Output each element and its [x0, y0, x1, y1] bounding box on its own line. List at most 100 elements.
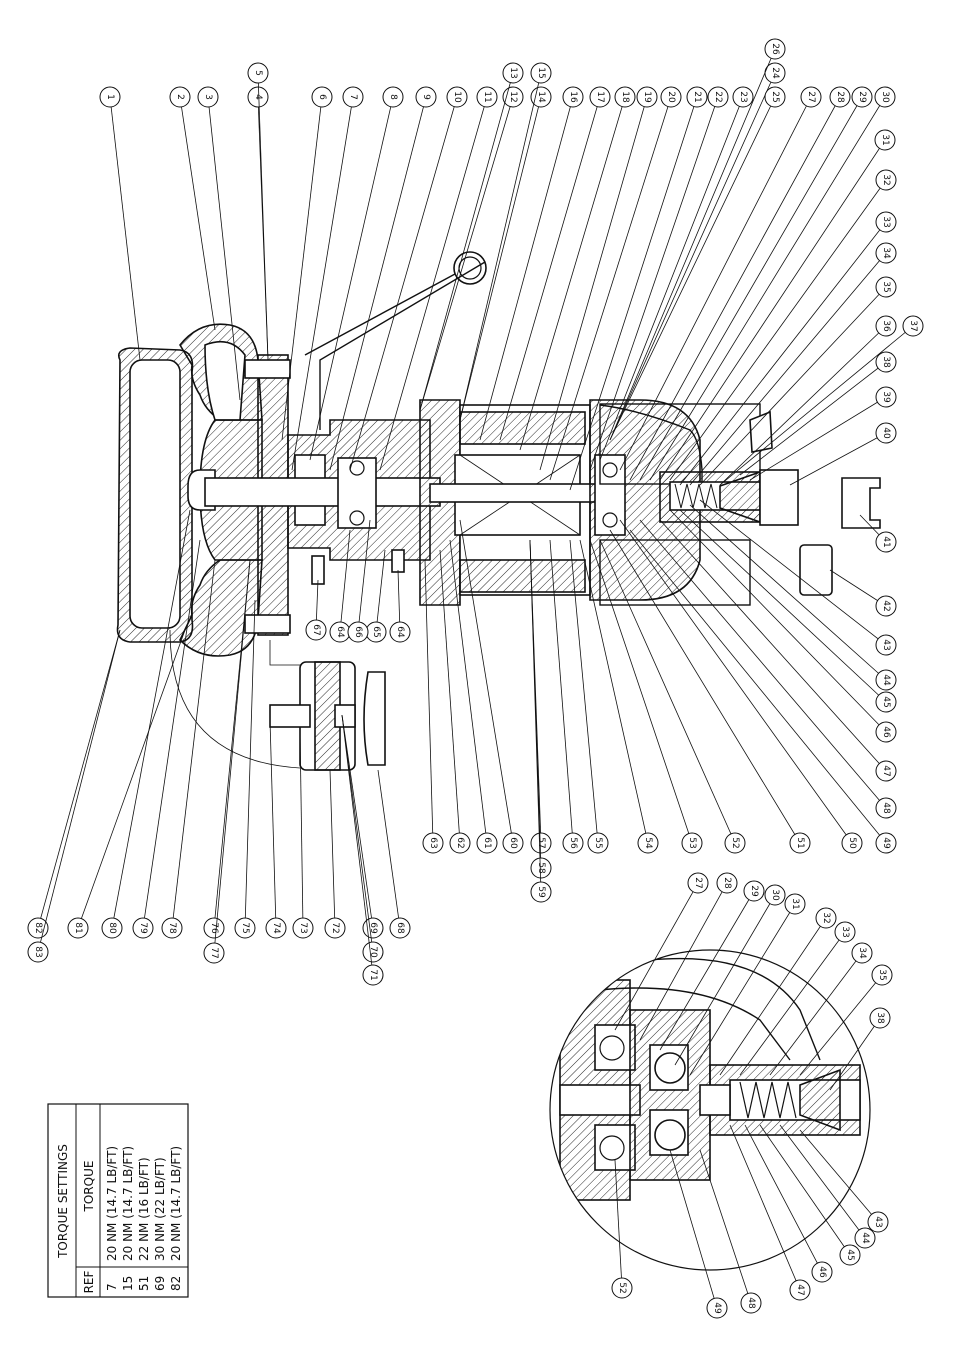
- balloon-leader: [659, 139, 886, 481]
- balloon-35: 35: [875, 276, 897, 298]
- balloon-label: 25: [770, 91, 780, 102]
- balloon-40: 40: [875, 422, 897, 444]
- rear-housing: [589, 399, 701, 601]
- balloon-label: 71: [368, 969, 378, 980]
- detail-balloon-35: 35: [871, 964, 893, 986]
- balloon-leader: [629, 96, 841, 481]
- balloon-label: 15: [536, 67, 546, 78]
- balloon-label: 68: [395, 922, 405, 934]
- balloon-leader: [659, 519, 887, 772]
- balloon-label: 51: [795, 837, 805, 848]
- balloon-leader: [499, 96, 601, 441]
- balloon-label: 83: [33, 946, 43, 957]
- detail-balloon-43: 43: [867, 1211, 889, 1233]
- balloon-label: 27: [806, 91, 816, 102]
- balloon-label: 74: [271, 922, 281, 934]
- balloon-50: 50: [841, 832, 863, 854]
- balloon-leader: [679, 509, 887, 703]
- balloon-16: 16: [562, 86, 584, 108]
- torque-row-ref: 7: [105, 1283, 119, 1291]
- balloon-label: 30: [880, 91, 890, 103]
- pump-shaft: [204, 477, 441, 507]
- front-bearing: [337, 457, 377, 529]
- balloon-68: 68: [389, 917, 411, 939]
- balloon-leader: [281, 96, 323, 441]
- balloon-label: 36: [881, 320, 891, 332]
- balloon-leader: [609, 529, 801, 844]
- detail-balloon-leader: [799, 974, 883, 1076]
- balloon-53: 53: [681, 832, 703, 854]
- stator-upper: [459, 411, 586, 445]
- balloon-13: 13: [502, 62, 524, 84]
- balloon-36: 36: [875, 315, 897, 337]
- balloon-64: 64: [389, 621, 411, 643]
- balloon-label: 62: [455, 837, 465, 848]
- balloon-70: 70: [362, 941, 384, 963]
- balloon-leader: [77, 629, 186, 929]
- balloon-leader: [609, 48, 776, 441]
- balloon-leader: [341, 714, 374, 929]
- balloon-61: 61: [476, 832, 498, 854]
- detail-balloon-47: 47: [789, 1279, 811, 1301]
- balloon-label: 17: [595, 91, 605, 102]
- balloon-62: 62: [449, 832, 471, 854]
- balloon-label: 5: [253, 70, 263, 76]
- balloon-54: 54: [637, 832, 659, 854]
- detail-balloon-44: 44: [854, 1227, 876, 1249]
- balloon-leader: [579, 539, 649, 844]
- balloon-80: 80: [101, 917, 123, 939]
- balloon-74: 74: [265, 917, 287, 939]
- balloon-83: 83: [27, 941, 49, 963]
- balloon-31: 31: [874, 129, 896, 151]
- cap-42: [799, 544, 833, 596]
- balloon-60: 60: [502, 832, 524, 854]
- detail-balloon-leader: [719, 917, 827, 1076]
- detail-balloon-leader: [829, 1017, 881, 1091]
- balloon-label: 31: [880, 134, 890, 145]
- balloon-leader: [357, 519, 371, 633]
- balloon-79: 79: [132, 917, 154, 939]
- balloon-label: 64: [335, 626, 345, 638]
- balloon-label: 13: [508, 67, 518, 78]
- balloon-65: 65: [365, 621, 387, 643]
- balloon-label: 2: [175, 94, 185, 100]
- balloon-27: 27: [800, 86, 822, 108]
- balloon-leader: [171, 559, 216, 929]
- balloon-73: 73: [292, 917, 314, 939]
- balloon-leader: [669, 509, 887, 733]
- balloon-label: 10: [452, 91, 462, 103]
- detail-balloon-label: 43: [873, 1216, 883, 1227]
- balloon-label: 53: [687, 837, 697, 848]
- balloon-label: 59: [536, 886, 546, 898]
- detail-balloon-29: 29: [743, 880, 765, 902]
- balloon-label: 78: [167, 922, 177, 934]
- detail-balloon-label: 38: [875, 1012, 885, 1024]
- balloon-9: 9: [415, 86, 437, 108]
- balloon-69: 69: [362, 917, 384, 939]
- balloon-label: 3: [203, 94, 213, 100]
- balloon-label: 44: [881, 674, 891, 686]
- balloon-47: 47: [875, 760, 897, 782]
- balloon-44: 44: [875, 669, 897, 691]
- detail-balloon-52: 52: [611, 1277, 633, 1299]
- coupling-assembly: [169, 629, 386, 771]
- balloon-leader: [291, 96, 354, 471]
- balloon-label: 38: [881, 356, 891, 368]
- balloon-75: 75: [234, 917, 256, 939]
- screw-64: [391, 549, 405, 573]
- detail-balloon-46: 46: [811, 1261, 833, 1283]
- balloon-leader: [459, 96, 542, 421]
- balloon-label: 46: [881, 726, 891, 738]
- impeller-eye: [204, 340, 246, 421]
- balloon-label: 58: [536, 862, 546, 874]
- balloon-leader: [619, 519, 853, 844]
- torque-row-value: 20 NM (14.7 LB/FT): [121, 1146, 135, 1261]
- balloon-leader: [329, 769, 336, 929]
- detail-balloon-leader: [674, 894, 776, 1066]
- balloon-37: 37: [902, 315, 924, 337]
- balloon-leader: [329, 96, 427, 471]
- balloon-leader: [449, 539, 488, 844]
- torque-row-value: 30 NM (22 LB/FT): [153, 1157, 167, 1261]
- balloon-76: 76: [203, 917, 225, 939]
- torque-table-torque-header: TORQUE: [82, 1161, 96, 1213]
